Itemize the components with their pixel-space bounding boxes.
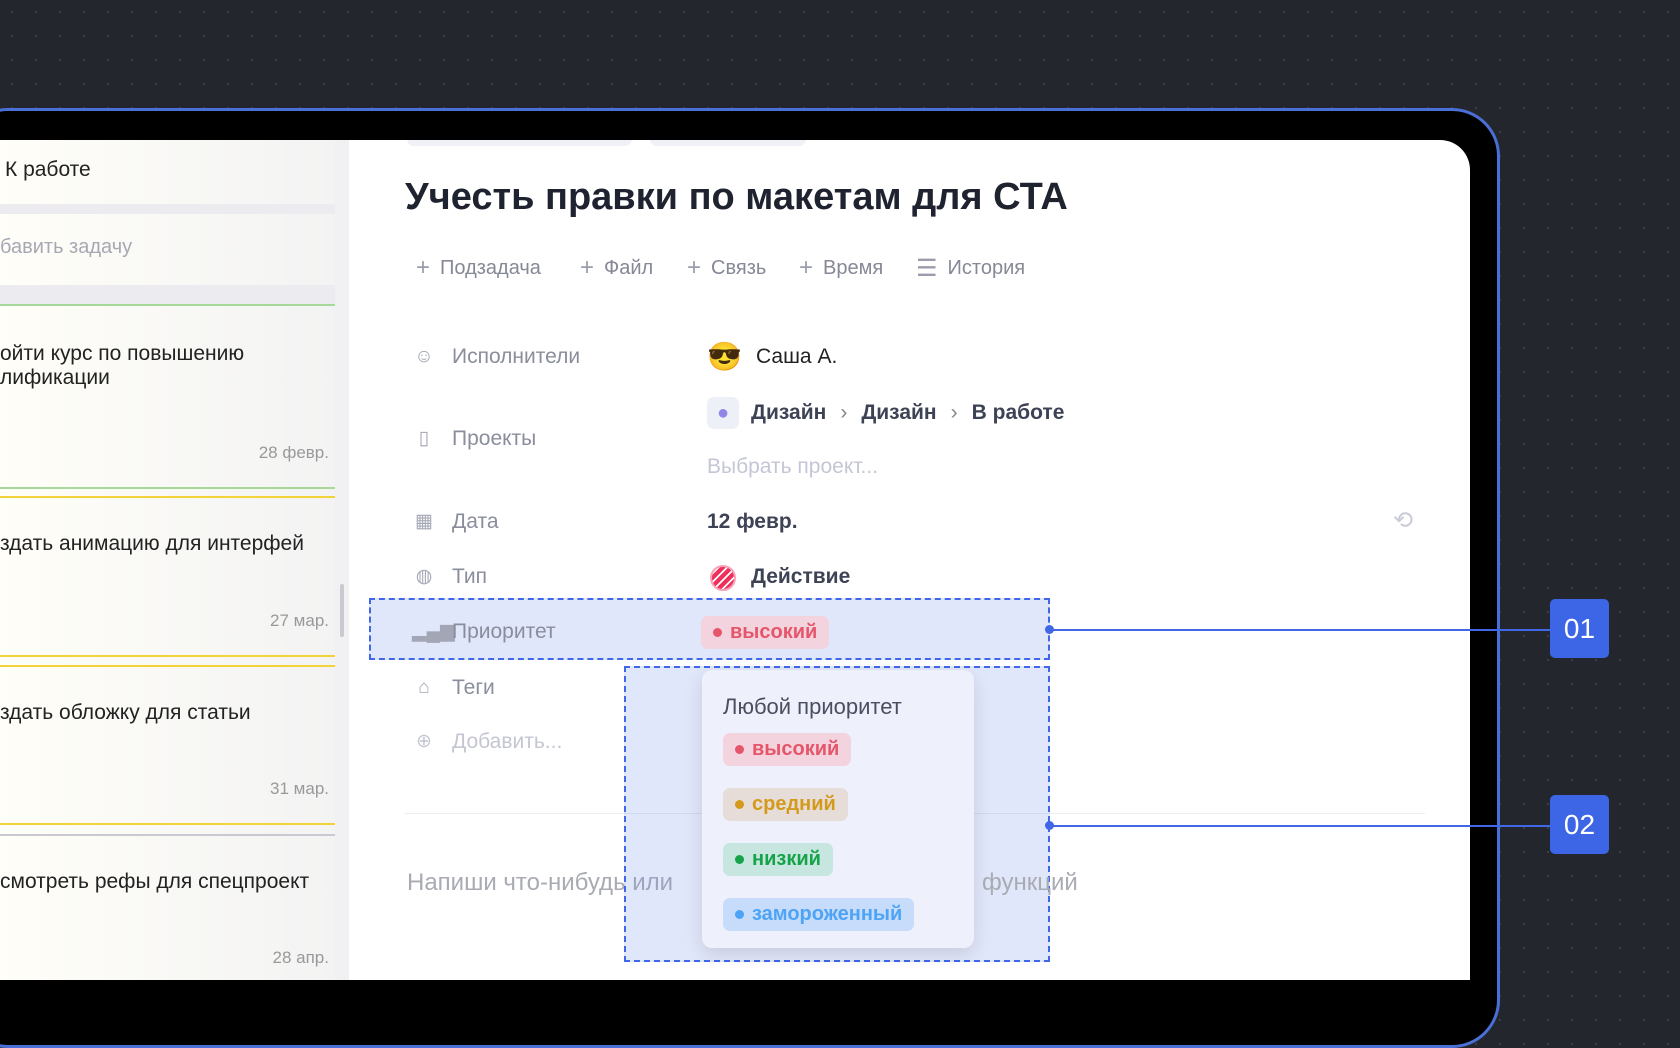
task-card-date: 27 мар. [270,611,329,630]
priority-dot [735,800,744,809]
priority-dot [735,910,744,919]
project-crumb[interactable]: В работе [971,401,1065,424]
panel-divider[interactable] [335,140,349,980]
any-priority-option[interactable]: Любой приоритет [723,694,902,719]
callout-line [1050,629,1552,631]
chevron-right-icon: › [840,401,848,424]
task-card[interactable]: здать анимацию для интерфей 27 мар. [0,496,335,657]
list-icon: ☰ [916,255,938,282]
toolbar-add-button[interactable]: + Связь [687,254,766,282]
toolbar-add-button[interactable]: + Время [799,254,883,282]
date-label: Дата [452,510,499,533]
assignees-label: Исполнители [452,345,581,368]
tag-icon: ⌂ [418,677,430,698]
plus-icon: + [687,254,702,281]
project-breadcrumb[interactable]: Дизайн › Дизайн › В работе [751,401,1064,425]
priority-dot [735,745,744,754]
add-task-input[interactable]: бавить задачу [0,236,133,258]
priority-option[interactable]: средний [723,788,848,821]
plus-icon: + [580,254,595,281]
type-label: Тип [452,565,488,588]
action-type-icon [710,565,736,591]
project-crumb[interactable]: Дизайн [861,401,937,424]
toolbar-add-button[interactable]: + Файл [580,254,653,282]
priority-option[interactable]: низкий [723,843,833,876]
task-card-date: 28 апр. [272,948,329,967]
plus-icon: + [799,254,814,281]
tab[interactable] [407,140,632,146]
add-circle-icon: ⊕ [416,731,432,752]
task-list-panel: К работе бавить задачу ойти курс по повы… [0,140,335,980]
editor-placeholder[interactable]: Напиши что-нибудь или [407,869,674,896]
app-screen: К работе бавить задачу ойти курс по повы… [0,140,1470,980]
editor-placeholder-end: функций [982,869,1078,896]
callout-dot [1045,625,1054,634]
assignee-name[interactable]: Саша А. [756,345,838,368]
project-placeholder[interactable]: Выбрать проект... [707,455,879,478]
priority-dot [735,855,744,864]
tab[interactable] [650,140,806,146]
avatar: 😎 [707,341,742,372]
toolbar-label: Время [823,256,884,279]
task-card[interactable]: смотреть рефы для спецпроект 28 апр. [0,834,335,980]
priority-icon: ▂▄▆ [412,621,455,642]
plus-icon: + [416,254,431,281]
chevron-right-icon: › [950,401,958,424]
callout-badge-02: 02 [1550,795,1609,854]
priority-option-label: замороженный [752,903,903,925]
toolbar-add-button[interactable]: + Подзадача [416,254,541,282]
toolbar-label: Связь [711,256,767,279]
priority-pill[interactable]: высокий [701,616,830,649]
task-card-title: здать обложку для статьи [0,701,251,724]
callout-line [1050,825,1552,827]
separator [0,285,335,304]
task-card[interactable]: ойти курс по повышению лификации 28 февр… [0,304,335,489]
priority-dot [713,628,722,637]
toolbar-label: Файл [604,256,654,279]
task-card-date: 28 февр. [258,443,329,462]
priority-option-label: средний [752,793,836,815]
task-card[interactable]: здать обложку для статьи 31 мар. [0,665,335,825]
callout-dot [1045,821,1054,830]
scrollbar[interactable] [340,584,344,637]
callout-badge-01: 01 [1550,599,1609,658]
priority-option-label: высокий [752,738,840,760]
project-crumb[interactable]: Дизайн [751,401,827,424]
date-value[interactable]: 12 февр. [707,510,798,533]
type-icon: ◍ [415,566,433,587]
assignee-icon: ☺ [414,346,434,367]
project-icon: ● [707,397,739,429]
task-card-title: ойти курс по повышению лификации [0,342,245,389]
separator [0,204,335,214]
priority-value: высокий [730,621,818,643]
task-card-date: 31 мар. [270,779,329,798]
task-card-title: здать анимацию для интерфей [0,532,304,555]
priority-option[interactable]: высокий [723,733,852,766]
calendar-icon: ▦ [415,511,433,532]
projects-label: Проекты [452,427,537,450]
toolbar-history-button[interactable]: ☰ История [916,254,1025,283]
task-title[interactable]: Учесть правки по макетам для СТА [405,176,1068,218]
toolbar-label: Подзадача [440,256,541,279]
projects-icon: ▯ [418,428,430,449]
priority-option[interactable]: замороженный [723,898,915,931]
tags-label: Теги [452,676,495,699]
repeat-icon[interactable]: ⟲ [1393,507,1414,534]
priority-option-label: низкий [752,848,821,870]
list-header: К работе [5,158,91,181]
add-field-button[interactable]: Добавить... [452,730,563,753]
type-value[interactable]: Действие [751,565,851,588]
priority-dropdown: Любой приоритет высокий средний низкий замо… [702,670,974,948]
priority-label: Приоритет [452,620,556,643]
task-card-title: смотреть рефы для спецпроект [0,870,310,893]
toolbar-label: История [947,257,1026,279]
